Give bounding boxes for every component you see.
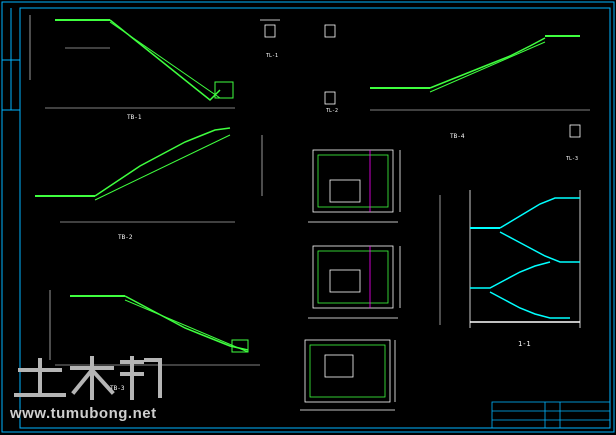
view-label-tb1: TB-1 [127, 114, 142, 121]
stair-section-1-1: 1-1 [439, 190, 581, 348]
stair-elevation-tb1: TB-1 [29, 15, 235, 121]
watermark-url: www.tumubong.net [10, 405, 157, 422]
detail-label-tl2: TL-2 [326, 108, 338, 114]
beam-details [260, 19, 581, 138]
detail-label-tl1: TL-1 [266, 53, 278, 59]
view-label-tb2: TB-2 [118, 234, 133, 241]
stair-elevation-tb3: TB-3 [49, 290, 260, 392]
view-label-tb4: TB-4 [450, 133, 465, 140]
detail-label-tl3: TL-3 [566, 156, 578, 162]
stair-elevation-tb4: TB-4 [370, 35, 590, 140]
stair-plan-1 [308, 149, 401, 223]
stair-elevation-tb2: TB-2 [35, 127, 263, 241]
site-logo-mark [14, 356, 162, 400]
view-label-tb3: TB-3 [110, 385, 125, 392]
stair-plan-3 [300, 339, 396, 411]
title-block [491, 401, 611, 429]
stair-plan-2 [308, 245, 401, 319]
section-label: 1-1 [518, 340, 531, 348]
